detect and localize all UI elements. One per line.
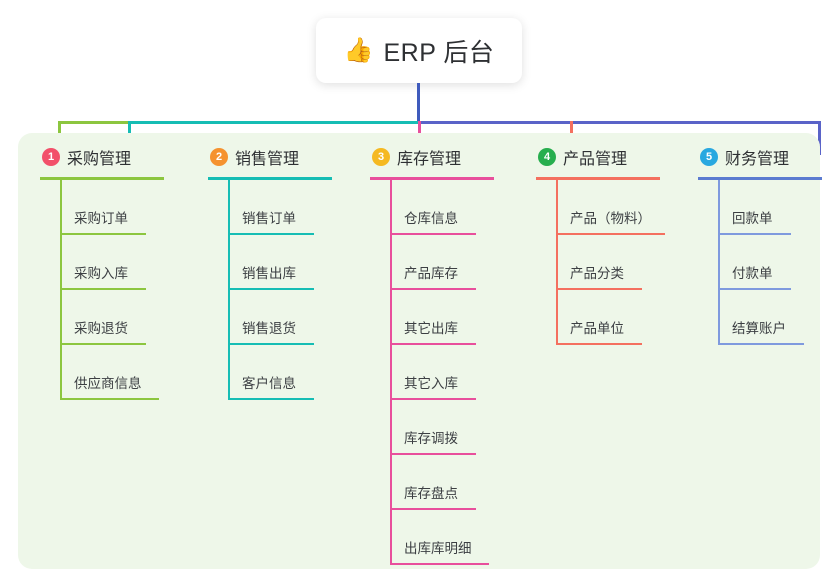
module-item-underline: [556, 233, 665, 235]
module-item-label: 产品单位: [570, 321, 624, 336]
module-column-2: 2 销售管理销售订单销售出库销售退货客户信息: [190, 146, 332, 400]
module-spine: [228, 180, 230, 400]
module-item-label: 销售退货: [242, 321, 296, 336]
module-spine: [390, 180, 392, 565]
diagram-title-card: 👍 ERP 后台: [316, 18, 522, 83]
module-item-label: 产品库存: [404, 266, 458, 281]
module-item-underline: [390, 563, 489, 565]
drop-finance: [818, 121, 821, 155]
module-item-label: 产品分类: [570, 266, 624, 281]
module-column-1: 1 采购管理采购订单采购入库采购退货供应商信息: [22, 146, 164, 400]
module-title: 财务管理: [725, 151, 790, 168]
module-header[interactable]: 1 采购管理: [22, 146, 131, 168]
module-item-label: 结算账户: [732, 321, 786, 336]
module-item-underline: [390, 233, 476, 235]
module-item-underline: [60, 343, 146, 345]
modules-panel: [18, 133, 820, 569]
segment-blue: [418, 121, 821, 124]
module-item-label: 采购订单: [74, 211, 128, 226]
module-column-5: 5 财务管理回款单付款单结算账户: [680, 146, 822, 345]
module-item-underline: [390, 508, 476, 510]
module-item-underline: [718, 343, 804, 345]
module-header[interactable]: 5 财务管理: [680, 146, 789, 168]
module-item-underline: [390, 288, 476, 290]
module-item-label: 客户信息: [242, 376, 296, 391]
module-item-label: 库存调拨: [404, 431, 458, 446]
module-item-underline: [390, 398, 476, 400]
module-item-underline: [60, 398, 159, 400]
module-number-badge: 1: [42, 148, 60, 166]
module-item-underline: [556, 288, 642, 290]
page-title: ERP 后台: [383, 38, 495, 67]
module-item-underline: [718, 233, 791, 235]
module-item-underline: [228, 233, 314, 235]
module-column-3: 3 库存管理仓库信息产品库存其它出库其它入库库存调拨库存盘点出库库明细: [352, 146, 494, 565]
module-title: 库存管理: [397, 151, 462, 168]
module-item-label: 仓库信息: [404, 211, 458, 226]
module-header[interactable]: 3 库存管理: [352, 146, 461, 168]
module-item-label: 采购退货: [74, 321, 128, 336]
module-number-badge: 4: [538, 148, 556, 166]
module-underline: [40, 177, 164, 180]
connector-stem: [417, 83, 420, 123]
segment-teal: [128, 121, 418, 124]
module-item-label: 销售出库: [242, 266, 296, 281]
thumbs-up-icon: 👍: [343, 36, 374, 64]
module-underline: [208, 177, 332, 180]
module-item-underline: [228, 398, 314, 400]
module-number-badge: 3: [372, 148, 390, 166]
module-underline: [370, 177, 494, 180]
module-spine: [556, 180, 558, 345]
module-title: 销售管理: [235, 151, 300, 168]
segment-green: [58, 121, 128, 124]
module-item-underline: [390, 343, 476, 345]
module-item-underline: [60, 233, 146, 235]
module-item-underline: [556, 343, 642, 345]
module-item-underline: [60, 288, 146, 290]
module-item-underline: [718, 288, 791, 290]
module-item-label: 出库库明细: [404, 541, 472, 556]
module-item-label: 其它出库: [404, 321, 458, 336]
module-spine: [718, 180, 720, 345]
module-item-label: 销售订单: [242, 211, 296, 226]
module-item-underline: [228, 288, 314, 290]
module-spine: [60, 180, 62, 400]
module-item-label: 其它入库: [404, 376, 458, 391]
module-item-underline: [390, 453, 476, 455]
module-item-label: 产品（物料）: [570, 211, 651, 226]
module-item-underline: [228, 343, 314, 345]
module-header[interactable]: 4 产品管理: [518, 146, 627, 168]
module-item-label: 付款单: [732, 266, 773, 281]
module-title: 采购管理: [67, 151, 132, 168]
module-header[interactable]: 2 销售管理: [190, 146, 299, 168]
module-underline: [698, 177, 822, 180]
module-item-label: 采购入库: [74, 266, 128, 281]
module-item-label: 供应商信息: [74, 376, 142, 391]
module-number-badge: 2: [210, 148, 228, 166]
module-column-4: 4 产品管理产品（物料） 产品分类产品单位: [518, 146, 665, 345]
module-item-label: 回款单: [732, 211, 773, 226]
module-underline: [536, 177, 660, 180]
module-item-label: 库存盘点: [404, 486, 458, 501]
module-number-badge: 5: [700, 148, 718, 166]
module-title: 产品管理: [563, 151, 628, 168]
